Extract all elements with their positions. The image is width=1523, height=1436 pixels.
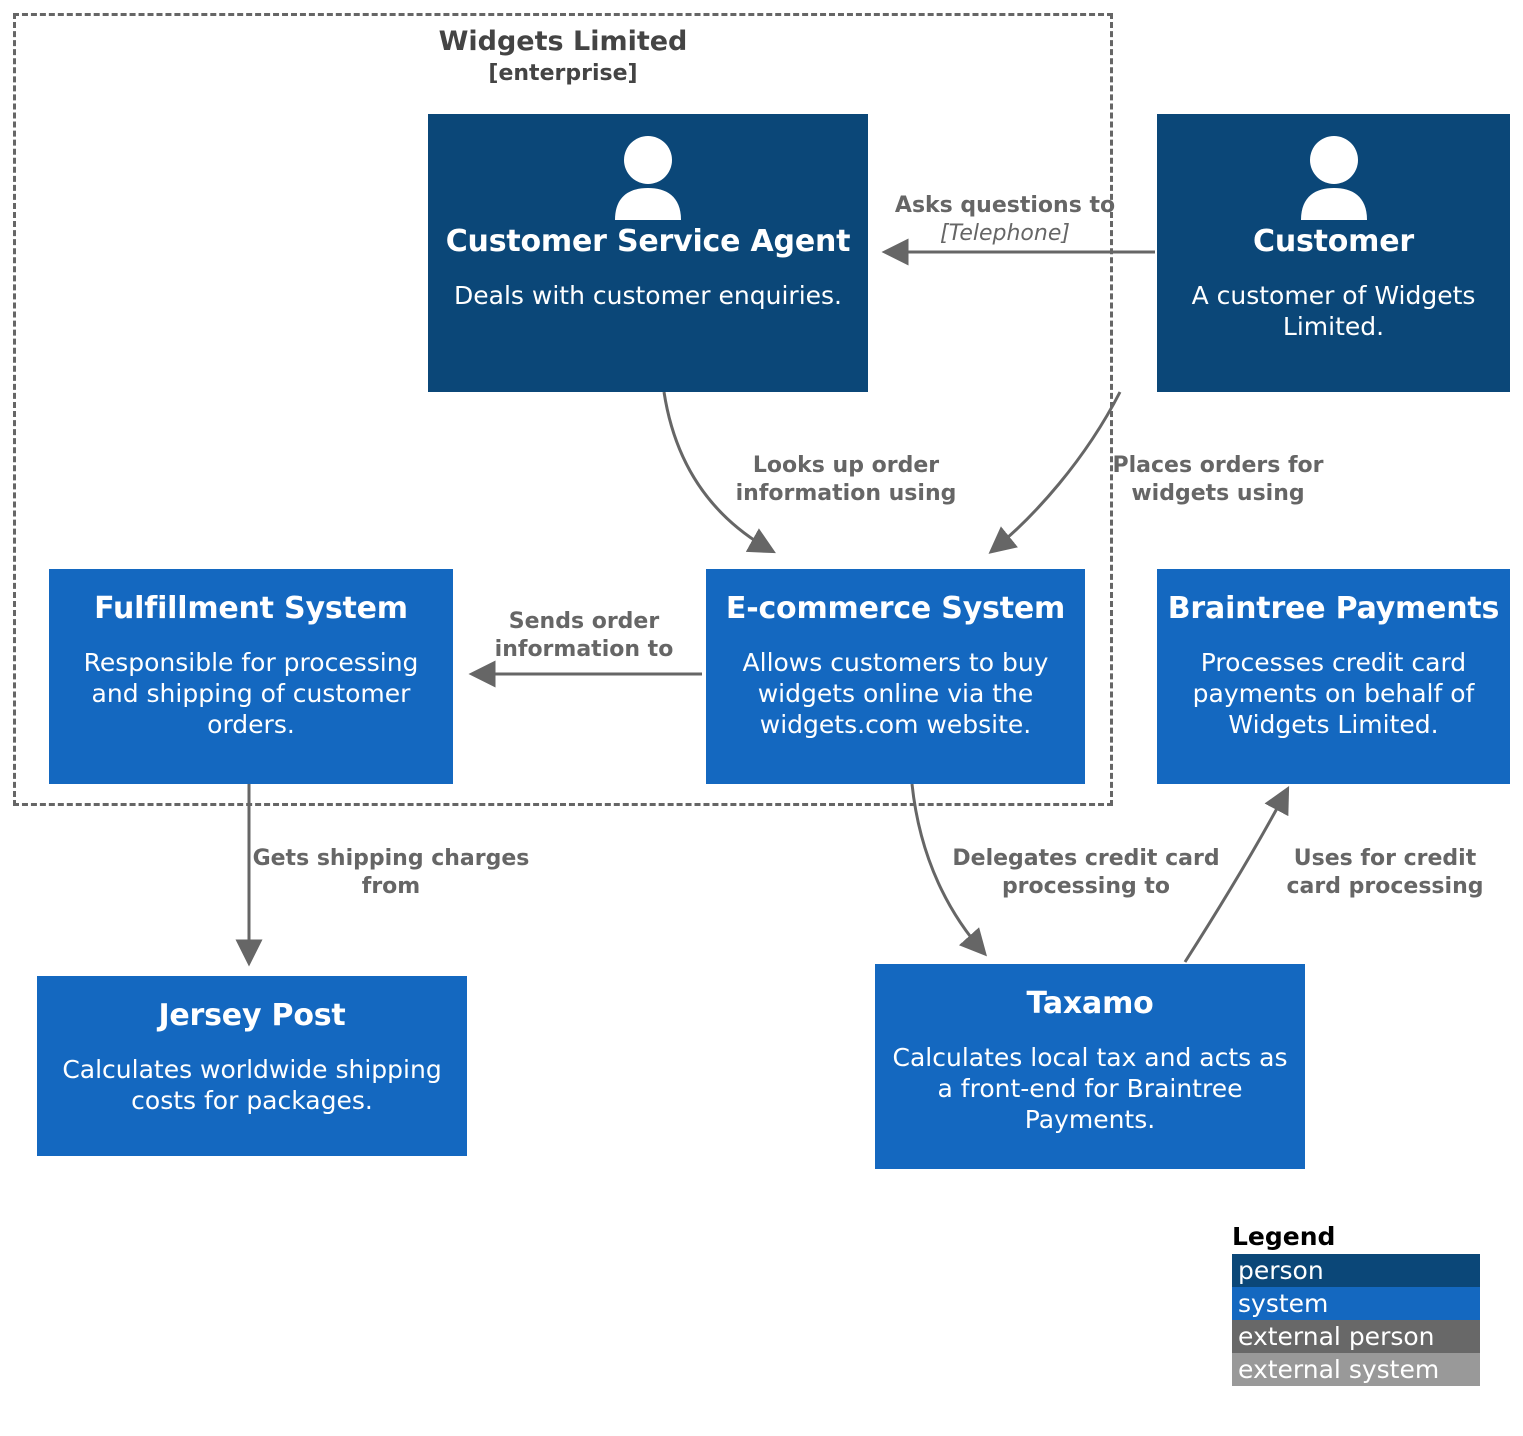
legend-item-external-person: external person: [1232, 1320, 1480, 1353]
legend-item-person: person: [1232, 1254, 1480, 1287]
rel-label-fulfillment-to-jersey: Gets shipping charges from: [252, 846, 530, 899]
rel-label-customer-to-csa: Asks questions to [Telephone]: [880, 192, 1130, 248]
legend-item-external-system: external system: [1232, 1353, 1480, 1386]
node-braintree-payments[interactable]: Braintree Payments Processes credit card…: [1157, 569, 1510, 784]
rel-label-technology: [Telephone]: [940, 221, 1070, 246]
node-description: A customer of Widgets Limited.: [1191, 281, 1476, 341]
node-description: Responsible for processing and shipping …: [83, 648, 419, 739]
node-taxamo[interactable]: Taxamo Calculates local tax and acts as …: [875, 964, 1305, 1169]
node-title: Taxamo: [1026, 986, 1154, 1021]
node-title: E-commerce System: [725, 591, 1066, 626]
rel-label-customer-to-ecommerce: Places orders for widgets using: [1112, 453, 1324, 506]
node-description: Calculates local tax and acts as a front…: [892, 1043, 1288, 1134]
legend-item-system: system: [1232, 1287, 1480, 1320]
rel-label-text: Asks questions to: [894, 193, 1116, 218]
node-title: Fulfillment System: [94, 591, 408, 626]
rel-label-ecommerce-to-taxamo: Delegates credit card processing to: [952, 846, 1220, 899]
node-ecommerce-system[interactable]: E-commerce System Allows customers to bu…: [706, 569, 1085, 784]
person-icon: [615, 136, 681, 220]
node-description: Allows customers to buy widgets online v…: [742, 648, 1049, 739]
node-jersey-post[interactable]: Jersey Post Calculates worldwide shippin…: [37, 976, 467, 1156]
person-icon: [1300, 136, 1367, 220]
node-fulfillment-system[interactable]: Fulfillment System Responsible for proce…: [49, 569, 453, 784]
node-title: Customer Service Agent: [445, 224, 851, 259]
node-customer[interactable]: Customer A customer of Widgets Limited.: [1157, 114, 1510, 392]
rel-label-ecommerce-to-fulfillment: Sends order information to: [494, 609, 674, 662]
node-description: Processes credit card payments on behalf…: [1192, 648, 1475, 739]
rel-label-taxamo-to-braintree: Uses for credit card processing: [1286, 846, 1484, 899]
node-customer-service-agent[interactable]: Customer Service Agent Deals with custom…: [428, 114, 868, 392]
enterprise-boundary-title: Widgets Limited: [438, 26, 688, 57]
rel-label-csa-to-ecommerce: Looks up order information using: [735, 453, 957, 506]
node-description: Deals with customer enquiries.: [454, 281, 842, 310]
node-title: Customer: [1253, 224, 1414, 259]
legend-title: Legend: [1232, 1222, 1336, 1251]
node-description: Calculates worldwide shipping costs for …: [62, 1055, 442, 1115]
enterprise-boundary-tag: [enterprise]: [488, 61, 638, 86]
node-title: Braintree Payments: [1167, 591, 1500, 626]
node-title: Jersey Post: [158, 998, 346, 1033]
legend: Legend person system external person ext…: [1232, 1222, 1480, 1386]
